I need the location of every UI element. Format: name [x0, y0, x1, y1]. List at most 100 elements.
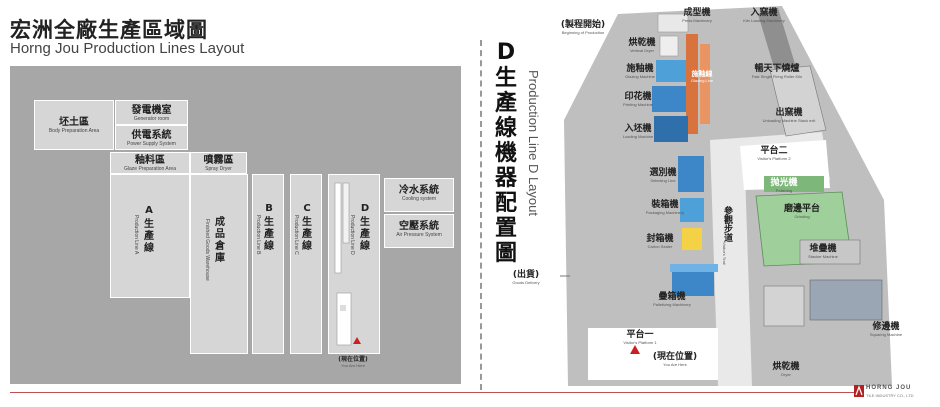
squaring-machine-label[interactable]: 修邊機 Squaring Machine [856, 322, 916, 337]
selecting-zh: 選別機 [640, 168, 686, 178]
line-a-label: 生產線 [143, 219, 155, 255]
line-a-en: Production Line A [133, 215, 139, 254]
stacker-en: Stacker Machine [800, 254, 846, 259]
line-a-letter: A [143, 205, 155, 217]
power-supply-system[interactable]: 供電系統 Power Supply System [115, 125, 188, 150]
grinding-zh: 磨邊平台 [782, 204, 822, 214]
generator-room[interactable]: 發電機室 Generator room [115, 100, 188, 125]
grinding-label[interactable]: 磨邊平台 Grinding [782, 204, 822, 219]
glazing-line-zh: 施釉線 [690, 70, 714, 78]
line-b-en: Production Line B [255, 215, 261, 254]
warehouse-label: 成品倉庫 [214, 217, 226, 265]
company-logo-sub: TILE INDUSTRY CO., LTD [866, 393, 914, 398]
kiln-loading-label[interactable]: 入窯機 Kiln Loading Machinery [734, 8, 794, 23]
line-d-title-en: Production Line D Layout [526, 70, 541, 216]
company-logo-icon [854, 385, 864, 397]
company-logo-text: HORNG JOU [866, 385, 911, 391]
line-b-label: 生產線 [263, 217, 275, 253]
line-d-sketch [333, 181, 353, 351]
air-pressure-system[interactable]: 空壓系統 Air Pressure System [384, 214, 454, 248]
loading-machine-label[interactable]: 入坯機 Loading Machine [610, 124, 666, 139]
glaze-preparation-area[interactable]: 釉料區 Glaze Preparation Area [110, 152, 190, 174]
line-d-title-letter: D [494, 40, 518, 65]
palletizing-zh: 疊箱機 [642, 292, 702, 302]
vertical-dryer-label[interactable]: 烘乾機 Vertical Dryer [614, 38, 670, 53]
beginning-of-production: (製程開始) Beginning of Production [528, 20, 638, 35]
vertical-dryer-en: Vertical Dryer [614, 48, 670, 53]
line-d-letter: D [359, 203, 371, 215]
forming-zh: 成型機 [672, 8, 722, 18]
selecting-line-label[interactable]: 選別機 Selecting Line [640, 168, 686, 183]
visitor-trail-label: 參觀步道 Visitor's Trail [722, 206, 738, 264]
unloading-machine-label[interactable]: 出窯機 Unloading Machine Stack exit [754, 108, 824, 123]
platform1-zh: 平台一 [600, 330, 680, 340]
goods-delivery-label: (出貨) Goods Delivery [486, 270, 566, 285]
carton-sealer-label[interactable]: 封箱機 Carton Sealer [640, 234, 680, 249]
power-supply-en: Power Supply System [116, 141, 187, 147]
floor-you-are-here: (現在位置) You Are Here [324, 356, 382, 368]
squaring-zh: 修邊機 [856, 322, 916, 332]
unloading-zh: 出窯機 [754, 108, 824, 118]
printing-zh: 印花機 [610, 92, 666, 102]
air-pressure-en: Air Pressure System [385, 232, 453, 238]
spray-dryer-area[interactable]: 噴霧區 Spray Dryer [190, 152, 247, 174]
goods-delivery-en: Goods Delivery [486, 280, 566, 285]
glaze-prep-label: 釉料區 [111, 155, 189, 166]
visitor-platform-1[interactable]: 平台一 Visitor's Platform 1 [600, 330, 680, 345]
fast-kiln-label[interactable]: 暢天下燒爐 Fast Single Firing Roller Kiln [742, 64, 812, 79]
body-preparation-area[interactable]: 坯土區 Body Preparation Area [34, 100, 114, 150]
platform2-en: Visitor's Platform 2 [746, 156, 802, 161]
glazing-machine-label[interactable]: 施釉機 Glazing Machine [612, 64, 668, 79]
stacker-label[interactable]: 堆疊機 Stacker Machine [800, 244, 846, 259]
body-prep-en: Body Preparation Area [35, 128, 113, 134]
line-d-you-are-here-en: You Are Here [640, 362, 710, 367]
beginning-en: Beginning of Production [528, 30, 638, 35]
power-supply-label: 供電系統 [116, 130, 187, 141]
unloading-en: Unloading Machine Stack exit [754, 118, 824, 123]
polishing-en: Polishing [762, 188, 806, 193]
production-line-a[interactable]: A 生產線 Production Line A [110, 174, 190, 298]
dryer-en: Dryer [766, 372, 806, 377]
forming-en: Press Machinery [672, 18, 722, 23]
fast-kiln-en: Fast Single Firing Roller Kiln [742, 74, 812, 79]
generator-en: Generator room [116, 116, 187, 122]
glaze-prep-en: Glaze Preparation Area [111, 166, 189, 172]
packaging-label[interactable]: 裝箱機 Packaging Machinery [640, 200, 690, 215]
loading-zh: 入坯機 [610, 124, 666, 134]
production-line-c[interactable]: C 生產線 Production Line C [290, 174, 322, 354]
palletizing-label[interactable]: 疊箱機 Palletizing Machinery [642, 292, 702, 307]
platform1-en: Visitor's Platform 1 [600, 340, 680, 345]
cooling-label: 冷水系統 [385, 185, 453, 196]
trail-zh: 參觀步道 [722, 206, 732, 242]
palletizing-en: Palletizing Machinery [642, 302, 702, 307]
carton-zh: 封箱機 [640, 234, 680, 244]
kiln-loading-zh: 入窯機 [734, 8, 794, 18]
production-line-b[interactable]: B 生產線 Production Line B [252, 174, 284, 354]
dryer-label[interactable]: 烘乾機 Dryer [766, 362, 806, 377]
squaring-en: Squaring Machine [856, 332, 916, 337]
carton-en: Carton Sealer [640, 244, 680, 249]
glazing-line-en: Glazing Line [690, 78, 714, 83]
production-line-d[interactable]: D 生產線 Production Line D [328, 174, 380, 354]
panel-divider [480, 40, 482, 390]
packaging-zh: 裝箱機 [640, 200, 690, 210]
forming-machine-label[interactable]: 成型機 Press Machinery [672, 8, 722, 23]
printing-machine-label[interactable]: 印花機 Printing Machine [610, 92, 666, 107]
line-d-title: 生產線機器配置圖 [494, 66, 518, 266]
glazing-zh: 施釉機 [612, 64, 668, 74]
polishing-label[interactable]: 抛光機 Polishing [762, 178, 806, 193]
warehouse-en: Finished Goods Warehouse [204, 219, 210, 281]
printing-en: Printing Machine [610, 102, 666, 107]
you-are-here-marker-small [353, 337, 361, 344]
stacker-zh: 堆疊機 [800, 244, 846, 254]
finished-goods-warehouse[interactable]: 成品倉庫 Finished Goods Warehouse [190, 174, 248, 354]
visitor-platform-2[interactable]: 平台二 Visitor's Platform 2 [746, 146, 802, 161]
vertical-dryer-zh: 烘乾機 [614, 38, 670, 48]
cooling-system[interactable]: 冷水系統 Cooling system [384, 178, 454, 212]
goods-delivery-zh: (出貨) [486, 270, 566, 280]
packaging-en: Packaging Machinery [640, 210, 690, 215]
line-d-you-are-here-zh: (現在位置) [640, 352, 710, 362]
line-d-label: 生產線 [359, 217, 371, 253]
line-d-you-are-here: (現在位置) You Are Here [640, 352, 710, 367]
line-c-en: Production Line C [293, 215, 299, 255]
